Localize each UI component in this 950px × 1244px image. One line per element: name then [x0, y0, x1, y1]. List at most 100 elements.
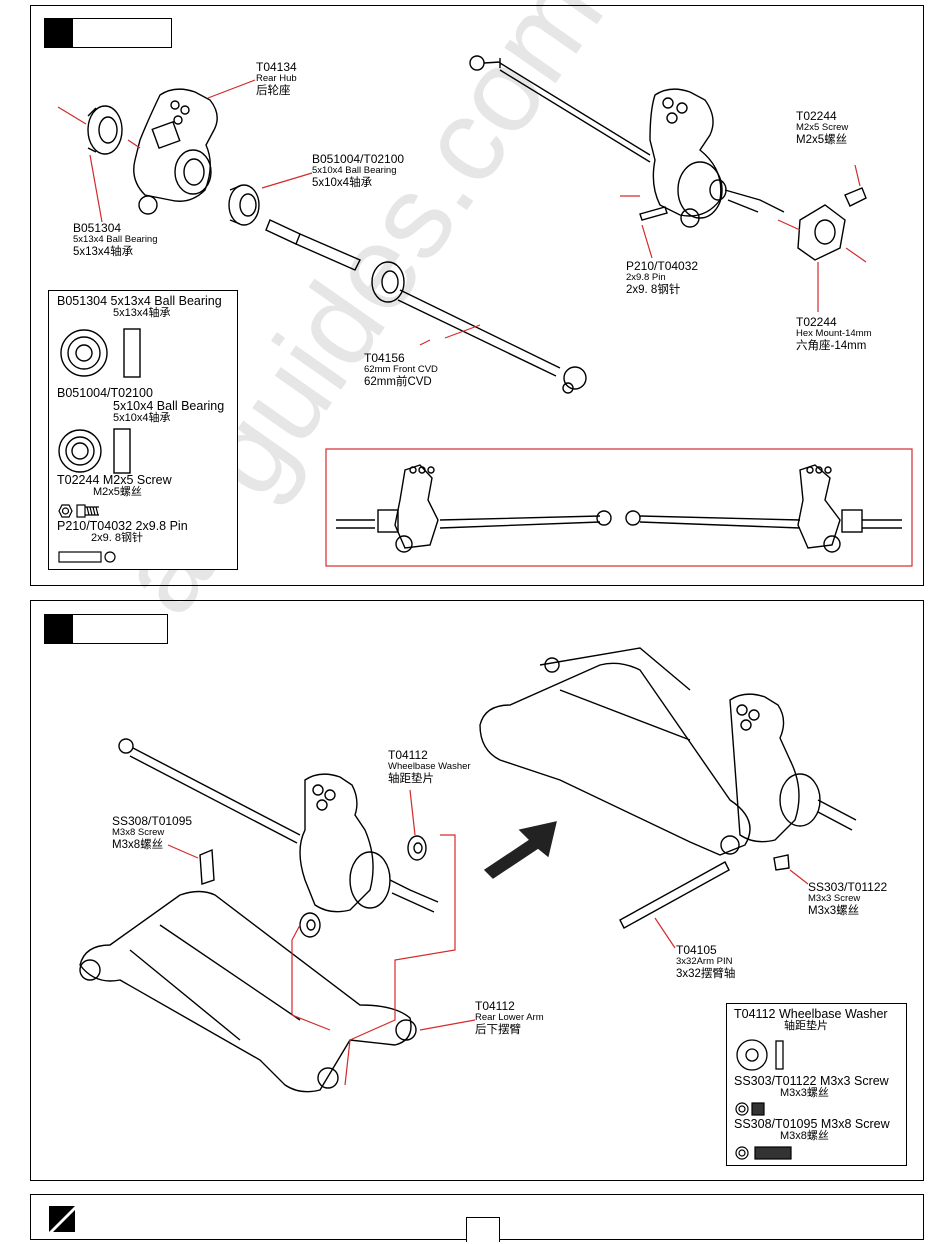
- part-code: B051304: [73, 221, 122, 235]
- step1-parts-legend: B051304 5x13x4 Ball Bearing 5x13x4轴承 B05…: [48, 290, 238, 570]
- legend-title: P210/T04032 2x9.8 Pin: [57, 519, 188, 533]
- page-number-tab: [466, 1217, 500, 1242]
- legend-item-screw-m2x5: T02244 M2x5 Screw M2x5螺丝: [57, 473, 172, 499]
- part-name-zh: M3x3螺丝: [808, 904, 860, 917]
- part-name-en: M3x8 Screw: [112, 827, 165, 839]
- bearing-5x13-part: [87, 105, 123, 155]
- label-screw-m3x8: SS308/T01095 M3x8 Screw M3x8螺丝: [112, 814, 193, 851]
- washer-icon: [736, 1039, 784, 1071]
- set-screw-long-icon: [735, 1146, 792, 1160]
- part-code: T04134: [256, 60, 297, 74]
- legend-zh: M3x8螺丝: [780, 1130, 829, 1143]
- part-name-zh: 轴距垫片: [388, 772, 434, 785]
- label-bearing-5x13: B051304 5x13x4 Ball Bearing 5x13x4轴承: [73, 221, 158, 258]
- part-code: P210/T04032: [626, 259, 699, 273]
- part-name-zh: 62mm前CVD: [364, 375, 432, 388]
- preview-right-assembly: [625, 464, 902, 553]
- hex-mount-part: [797, 187, 867, 261]
- part-code: SS303/T01122: [808, 880, 888, 894]
- hub-assembly-part: [469, 55, 785, 228]
- label-arm-pin: T04105 3x32Arm PIN 3x32摆臂轴: [676, 943, 736, 980]
- preview-left-assembly: [336, 464, 612, 553]
- step2-leader-lines: [167, 789, 809, 1086]
- brand-logo-icon: [49, 1206, 75, 1232]
- part-name-en: Wheelbase Washer: [388, 761, 471, 773]
- step2-panel: [30, 600, 924, 1181]
- part-code: B051004/T02100: [312, 152, 405, 166]
- part-name-zh: 六角座-14mm: [796, 339, 867, 352]
- legend-zh: M2x5螺丝: [93, 486, 142, 499]
- legend-title: B051004/T02100: [57, 386, 153, 400]
- part-name-zh: 5x13x4轴承: [73, 245, 134, 258]
- legend-item-bearing-5x10: B051004/T02100 5x10x4 Ball Bearing 5x10x…: [57, 386, 225, 425]
- legend-item-screw-m3x3: SS303/T01122 M3x3 Screw M3x3螺丝: [734, 1074, 889, 1100]
- step-marker-icon: [45, 19, 73, 47]
- part-name-en: Rear Hub: [256, 73, 297, 85]
- step1-panel: [30, 5, 924, 586]
- part-name-en: 3x32Arm PIN: [676, 956, 733, 968]
- legend-item-screw-m3x8: SS308/T01095 M3x8 Screw M3x8螺丝: [734, 1117, 890, 1143]
- part-name-zh: 后轮座: [256, 84, 291, 97]
- part-name-en: 5x10x4 Ball Bearing: [312, 165, 397, 177]
- bearing-large-icon: [60, 328, 141, 378]
- pin-icon: [58, 551, 116, 563]
- legend-title: SS308/T01095 M3x8 Screw: [734, 1117, 890, 1131]
- step1-number-box: [44, 18, 172, 48]
- part-name-zh: M3x8螺丝: [112, 838, 164, 851]
- part-code: T02244: [796, 315, 837, 329]
- label-rear-hub: T04134 Rear Hub 后轮座: [256, 60, 297, 97]
- step2-number-box: [44, 614, 168, 644]
- legend-zh: 轴距垫片: [784, 1020, 828, 1033]
- legend-zh: M3x3螺丝: [780, 1087, 829, 1100]
- part-code: T04105: [676, 943, 717, 957]
- step-marker-icon: [45, 615, 73, 643]
- legend-zh: 2x9. 8钢针: [91, 532, 143, 545]
- legend-title: SS303/T01122 M3x3 Screw: [734, 1074, 889, 1088]
- legend-item-washer: T04112 Wheelbase Washer 轴距垫片: [734, 1007, 888, 1033]
- bearing-small-icon: [58, 428, 131, 474]
- legend-title: T04112 Wheelbase Washer: [734, 1007, 888, 1021]
- legend-zh: 5x10x4轴承: [113, 412, 171, 425]
- part-code: T04112: [388, 748, 428, 762]
- direction-arrow-icon: [483, 821, 557, 879]
- step2-assembled-part: [479, 647, 857, 929]
- rear-hub-part: [133, 88, 218, 215]
- label-lower-arm: T04112 Rear Lower Arm 后下摆臂: [475, 999, 544, 1036]
- part-name-en: 2x9.8 Pin: [626, 272, 666, 284]
- part-name-zh: 5x10x4轴承: [312, 176, 373, 189]
- part-name-zh: 后下摆臂: [475, 1023, 521, 1036]
- part-code: SS308/T01095: [112, 814, 193, 828]
- label-washer: T04112 Wheelbase Washer 轴距垫片: [388, 748, 471, 785]
- preview-frame: [325, 448, 913, 567]
- legend-item-bearing-5x13: B051304 5x13x4 Ball Bearing 5x13x4轴承: [57, 294, 222, 320]
- label-pin: P210/T04032 2x9.8 Pin 2x9. 8钢针: [626, 259, 699, 296]
- part-name-en: 5x13x4 Ball Bearing: [73, 234, 158, 246]
- label-screw-m2x5: T02244 M2x5 Screw M2x5螺丝: [796, 109, 849, 146]
- part-name-en: 62mm Front CVD: [364, 364, 438, 376]
- step2-lower-arm-part: [79, 848, 417, 1093]
- part-code: T04112: [475, 999, 515, 1013]
- part-code: T02244: [796, 109, 837, 123]
- label-bearing-5x10: B051004/T02100 5x10x4 Ball Bearing 5x10x…: [312, 152, 405, 189]
- bearing-5x10-part: [228, 184, 260, 226]
- label-hex-mount: T02244 Hex Mount-14mm 六角座-14mm: [796, 315, 872, 352]
- step2-parts-legend: T04112 Wheelbase Washer 轴距垫片 SS303/T0112…: [726, 1003, 907, 1166]
- part-name-en: M3x3 Screw: [808, 893, 861, 905]
- legend-item-pin: P210/T04032 2x9.8 Pin 2x9. 8钢针: [57, 519, 188, 545]
- legend-title: T02244 M2x5 Screw: [57, 473, 172, 487]
- legend-sub: 5x10x4 Ball Bearing: [113, 399, 225, 414]
- part-name-en: M2x5 Screw: [796, 122, 849, 134]
- label-cvd: T04156 62mm Front CVD 62mm前CVD: [364, 351, 438, 388]
- label-screw-m3x3: SS303/T01122 M3x3 Screw M3x3螺丝: [808, 880, 888, 917]
- leader-lines: [57, 79, 867, 346]
- part-name-zh: 3x32摆臂轴: [676, 967, 736, 980]
- part-name-zh: 2x9. 8钢针: [626, 283, 681, 296]
- cvd-shaft-part: [265, 219, 587, 394]
- part-name-en: Hex Mount-14mm: [796, 328, 872, 340]
- part-name-en: Rear Lower Arm: [475, 1012, 544, 1024]
- part-name-zh: M2x5螺丝: [796, 133, 848, 146]
- screw-icon: [58, 504, 99, 518]
- part-code: T04156: [364, 351, 405, 365]
- page-footer: [30, 1194, 924, 1242]
